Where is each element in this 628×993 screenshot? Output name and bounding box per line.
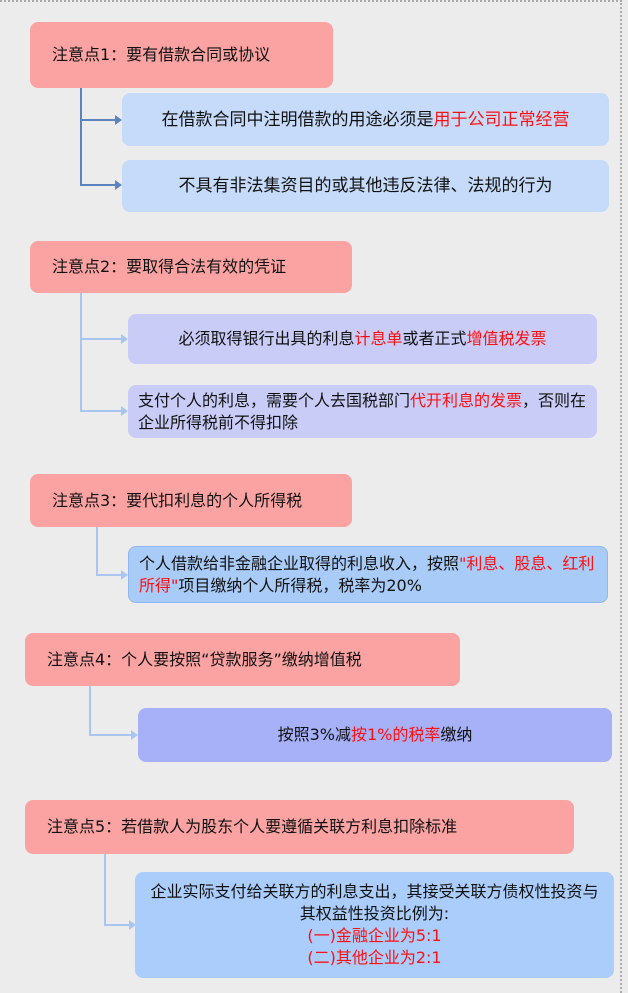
item-text: 项目缴纳个人所得税，税率为20% <box>178 575 422 595</box>
arrow-icon <box>115 115 122 125</box>
arrow-icon <box>129 920 136 930</box>
point-3-header: 注意点3：要代扣利息的个人所得税 <box>30 474 352 527</box>
point-3-item-1: 个人借款给非金融企业取得的利息收入，按照"利息、股息、红利所得"项目缴纳个人所得… <box>128 546 608 603</box>
arrow-icon <box>121 406 128 416</box>
item-highlight: (一)金融企业为5:1 <box>307 926 442 945</box>
header-text: 注意点1：要有借款合同或协议 <box>52 45 271 64</box>
connector <box>96 574 122 576</box>
item-highlight: 用于公司正常经营 <box>433 109 570 130</box>
connector <box>80 410 122 412</box>
connector <box>89 686 91 736</box>
item-highlight: 代开利息的发票 <box>410 390 523 410</box>
connector <box>104 924 130 926</box>
item-text: 或者正式 <box>402 329 467 348</box>
arrow-icon <box>121 570 128 580</box>
item-text: 缴纳 <box>440 725 473 744</box>
point-2-header: 注意点2：要取得合法有效的凭证 <box>30 241 352 293</box>
point-1-item-1: 在借款合同中注明借款的用途必须是用于公司正常经营 <box>122 93 609 146</box>
item-text: 不具有非法集资目的或其他违反法律、法规的行为 <box>178 176 553 196</box>
item-highlight: 计息单 <box>354 329 403 348</box>
item-text: ，否则在企业所得税前不得扣除 <box>138 390 587 432</box>
point-5-header: 注意点5：若借款人为股东个人要遵循关联方利息扣除标准 <box>25 800 574 854</box>
connector <box>80 338 122 340</box>
connector <box>96 527 98 576</box>
point-1-item-2: 不具有非法集资目的或其他违反法律、法规的行为 <box>122 160 609 212</box>
arrow-icon <box>131 730 138 740</box>
connector <box>104 854 106 926</box>
arrow-icon <box>115 180 122 190</box>
point-5-item-1: 企业实际支付给关联方的利息支出，其接受关联方债权性投资与其权益性投资比例为: (… <box>135 872 614 978</box>
point-4-header: 注意点4：个人要按照“贷款服务”缴纳增值税 <box>25 633 460 686</box>
item-highlight: 按1%的税率 <box>350 725 441 744</box>
header-text: 注意点2：要取得合法有效的凭证 <box>52 257 287 276</box>
point-1-header: 注意点1：要有借款合同或协议 <box>30 22 333 88</box>
connector <box>89 734 132 736</box>
arrow-icon <box>121 334 128 344</box>
item-text: 按照3%减 <box>277 725 351 744</box>
connector <box>80 119 116 121</box>
item-highlight: "利息、股息、红利所得" <box>139 553 595 595</box>
point-4-item-1: 按照3%减按1%的税率缴纳 <box>138 708 612 762</box>
item-text: 必须取得银行出具的利息 <box>178 329 355 348</box>
item-text: 支付个人的利息，需要个人去国税部门 <box>138 390 411 410</box>
item-text: 企业实际支付给关联方的利息支出，其接受关联方债权性投资与其权益性投资比例为: <box>150 882 599 923</box>
header-text: 注意点5：若借款人为股东个人要遵循关联方利息扣除标准 <box>47 817 458 836</box>
header-text: 注意点3：要代扣利息的个人所得税 <box>52 490 303 510</box>
item-highlight: 增值税发票 <box>466 329 547 348</box>
connector <box>80 88 82 186</box>
connector <box>80 293 82 412</box>
point-2-item-1: 必须取得银行出具的利息计息单或者正式增值税发票 <box>128 314 597 364</box>
connector <box>80 184 116 186</box>
item-text: 在借款合同中注明借款的用途必须是 <box>161 109 434 130</box>
point-2-item-2: 支付个人的利息，需要个人去国税部门代开利息的发票，否则在企业所得税前不得扣除 <box>128 385 597 438</box>
item-highlight: (二)其他企业为2:1 <box>307 948 442 967</box>
item-text: 个人借款给非金融企业取得的利息收入，按照 <box>139 553 460 573</box>
header-text: 注意点4：个人要按照“贷款服务”缴纳增值税 <box>47 649 362 669</box>
